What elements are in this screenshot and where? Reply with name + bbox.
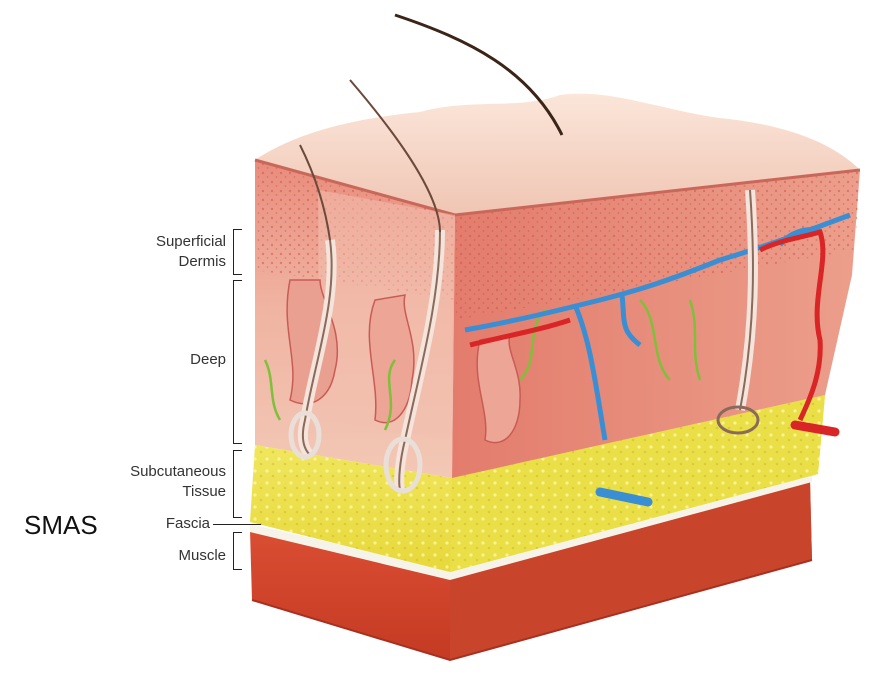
label-subcutaneous: Subcutaneous [130,462,226,482]
label-superficial: Superficial [156,232,226,252]
subcutaneous-bracket [233,450,242,518]
label-muscle: Muscle [178,546,226,566]
label-dermis: Dermis [179,252,227,272]
deep-dermis-bracket [233,280,242,444]
label-smas: SMAS [24,510,98,540]
superficial-dermis-bracket [233,229,242,275]
fascia-pointer-line [213,524,261,525]
label-tissue: Tissue [182,482,226,502]
muscle-bracket [233,532,242,570]
label-deep: Deep [190,350,226,370]
label-fascia: Fascia [166,514,210,534]
